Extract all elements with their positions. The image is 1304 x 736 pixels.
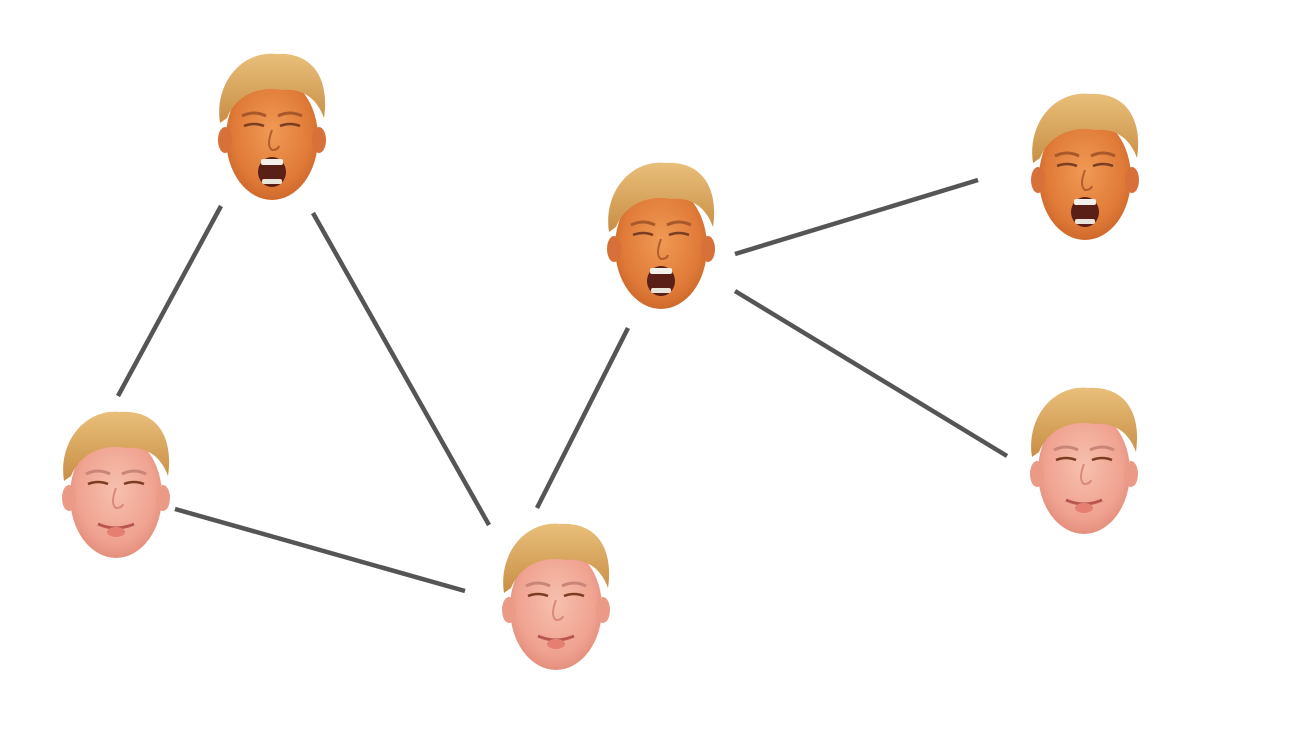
edge-n3-n4 [534, 326, 631, 510]
edge-n2-n3 [174, 506, 466, 594]
edge-n1-n2 [116, 204, 223, 398]
node-n1-face-icon [218, 53, 326, 200]
node-n6-face-icon [1030, 387, 1138, 534]
edge-n1-n3 [311, 211, 491, 527]
node-n5-face-icon [1031, 93, 1139, 240]
node-n4-face-icon [607, 162, 715, 309]
edge-n4-n6 [733, 289, 1009, 458]
node-n2-face-icon [62, 411, 170, 558]
edge-n4-n5 [734, 177, 979, 257]
nodes-layer [62, 53, 1139, 670]
edges-layer [116, 177, 1009, 594]
node-n3-face-icon [502, 523, 610, 670]
